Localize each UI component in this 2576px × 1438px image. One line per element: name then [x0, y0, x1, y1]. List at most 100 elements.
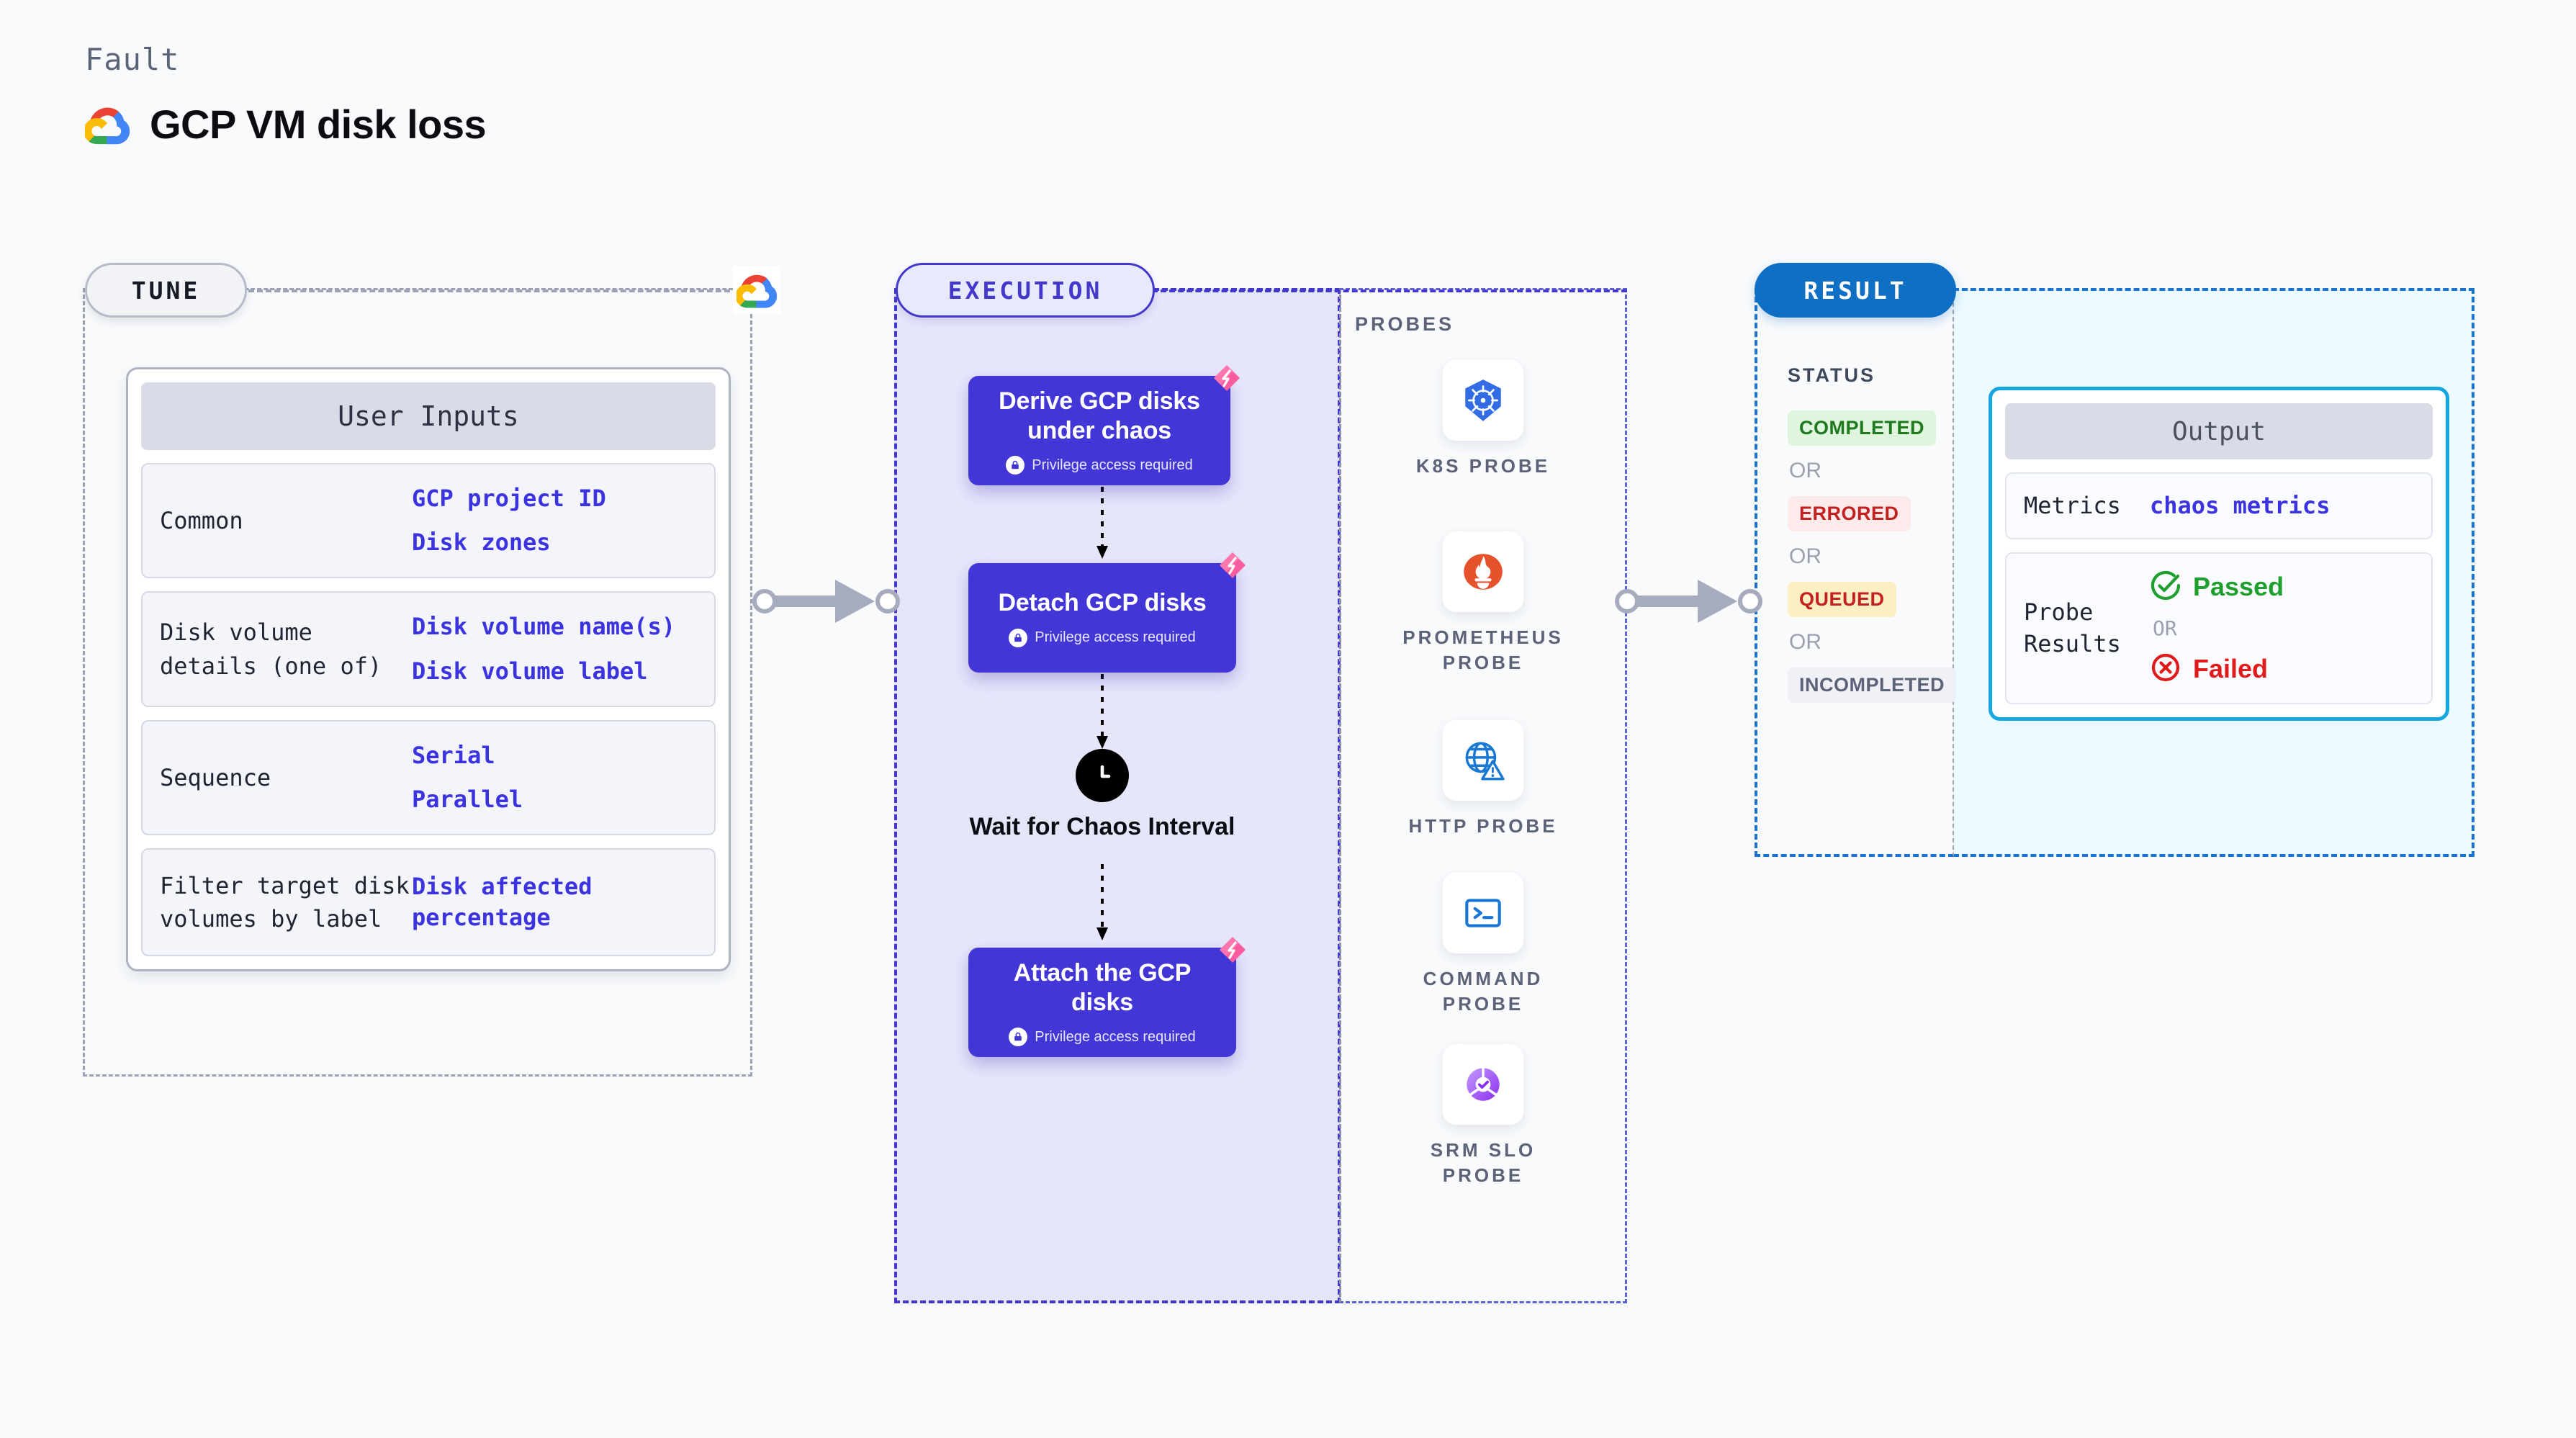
input-value[interactable]: GCP project ID	[412, 485, 606, 512]
stage-badge-result[interactable]: RESULT	[1755, 263, 1956, 318]
probe-item-prometheus[interactable]: PROMETHEUS PROBE	[1386, 531, 1580, 675]
node-privilege-note: Privilege access required	[1009, 628, 1196, 647]
status-or-separator: OR	[1789, 544, 1821, 568]
probes-container	[1339, 288, 1627, 1303]
probe-item-k8s[interactable]: K8S PROBE	[1386, 360, 1580, 479]
wait-node-label: Wait for Chaos Interval	[969, 813, 1235, 840]
input-key: Common	[160, 506, 243, 534]
chaos-fault-icon	[1217, 935, 1248, 969]
node-title: Detach GCP disks	[998, 589, 1207, 617]
probe-result-values: Passed OR Failed	[2150, 570, 2284, 687]
user-input-row-common: Common GCP project ID Disk zones	[141, 463, 716, 579]
input-value[interactable]: Disk zones	[412, 529, 551, 557]
terminal-icon	[1443, 873, 1523, 953]
probe-item-command[interactable]: COMMAND PROBE	[1386, 873, 1580, 1017]
user-inputs-card: User Inputs Common GCP project ID Disk z…	[126, 367, 731, 972]
probe-result-passed: Passed	[2150, 570, 2284, 605]
node-privilege-text: Privilege access required	[1032, 457, 1193, 473]
probe-item-http[interactable]: HTTP PROBE	[1386, 720, 1580, 839]
probe-result-or-separator: OR	[2153, 616, 2177, 640]
input-value[interactable]: Disk volume name(s)	[412, 613, 676, 641]
probe-label: K8S PROBE	[1415, 455, 1551, 477]
user-input-row-disk-volume-details: Disk volume details (one of) Disk volume…	[141, 591, 716, 707]
probe-label: HTTP PROBE	[1408, 815, 1558, 837]
probe-passed-label: Passed	[2193, 572, 2284, 602]
output-card: Output Metrics chaos metrics Probe Resul…	[1989, 387, 2449, 721]
tune-connector-line	[248, 289, 756, 292]
probes-section-label: PROBES	[1355, 313, 1455, 335]
page-title-row: GCP VM disk loss	[85, 101, 487, 148]
status-badge-completed: COMPLETED	[1788, 410, 1937, 446]
status-chip-list: COMPLETED OR ERRORED OR QUEUED OR INCOMP…	[1788, 410, 1957, 703]
execution-node-detach-gcp-disks[interactable]: Detach GCP disks Privilege access requir…	[968, 552, 1246, 673]
input-values: Disk volume name(s) Disk volume label	[412, 611, 675, 686]
output-row-probe-results: Probe Results Passed OR	[2005, 552, 2433, 704]
page-kicker: Fault	[85, 42, 180, 77]
user-input-row-sequence: Sequence Serial Parallel	[141, 719, 716, 836]
gcp-logo-icon	[85, 104, 130, 145]
probe-label: COMMAND PROBE	[1423, 968, 1544, 1015]
output-value-chaos-metrics[interactable]: chaos metrics	[2150, 492, 2330, 520]
node-privilege-note: Privilege access required	[1006, 456, 1193, 475]
probe-result-failed: Failed	[2150, 652, 2284, 687]
node-title: Attach the GCP disks	[1013, 958, 1192, 1016]
input-value[interactable]: Disk volume label	[412, 657, 648, 685]
clock-icon	[1076, 749, 1129, 802]
node-privilege-text: Privilege access required	[1035, 629, 1196, 646]
flow-arrow-3	[1096, 864, 1108, 940]
stage-badge-execution[interactable]: EXECUTION	[896, 263, 1155, 318]
node-title: Derive GCP disks under chaos	[999, 387, 1200, 444]
chaos-fault-icon	[1217, 550, 1248, 584]
status-or-separator: OR	[1789, 630, 1821, 654]
result-status-container	[1755, 288, 1954, 857]
globe-warning-icon	[1443, 720, 1523, 801]
chaos-fault-icon	[1212, 363, 1242, 397]
status-badge-errored: ERRORED	[1788, 496, 1911, 531]
output-row-metrics: Metrics chaos metrics	[2005, 472, 2433, 539]
status-badge-incompleted: INCOMPLETED	[1788, 668, 1957, 703]
probe-item-srm-slo[interactable]: SRM SLO PROBE	[1386, 1044, 1580, 1188]
node-privilege-text: Privilege access required	[1035, 1028, 1196, 1045]
probe-failed-label: Failed	[2193, 654, 2269, 684]
input-value[interactable]: Serial	[412, 741, 495, 769]
execution-node-derive-gcp-disks[interactable]: Derive GCP disks under chaos Privilege a…	[968, 365, 1240, 485]
input-key: Filter target disk volumes by label	[160, 871, 410, 933]
user-input-row-filter-target: Filter target disk volumes by label Disk…	[141, 848, 716, 957]
prometheus-icon	[1443, 531, 1523, 612]
probe-label: SRM SLO PROBE	[1430, 1139, 1536, 1187]
srm-slo-icon	[1443, 1044, 1523, 1125]
flow-arrow-2	[1096, 674, 1108, 749]
input-values: Serial Parallel	[412, 740, 523, 815]
input-values: GCP project ID Disk zones	[412, 483, 606, 558]
page-title: GCP VM disk loss	[150, 102, 487, 147]
lock-icon	[1009, 1028, 1028, 1047]
output-key: Metrics	[2024, 492, 2121, 519]
node-privilege-note: Privilege access required	[1009, 1028, 1196, 1047]
execution-connector-line	[1152, 289, 1627, 292]
kubernetes-icon	[1443, 360, 1523, 441]
input-value[interactable]: Parallel	[412, 785, 523, 813]
user-inputs-title: User Inputs	[141, 382, 716, 450]
status-section-label: STATUS	[1788, 364, 1875, 386]
status-or-separator: OR	[1789, 459, 1821, 482]
connector-tune-to-execution	[752, 580, 900, 623]
flow-arrow-1	[1096, 487, 1108, 559]
execution-node-wait-for-chaos-interval[interactable]: Wait for Chaos Interval	[968, 749, 1236, 842]
tune-provider-gcp-icon	[733, 266, 780, 314]
stage-badge-tune[interactable]: TUNE	[85, 263, 247, 318]
status-badge-queued: QUEUED	[1788, 582, 1896, 617]
check-circle-icon	[2150, 570, 2181, 605]
probe-label: PROMETHEUS PROBE	[1402, 626, 1564, 674]
input-values: Disk affected percentage	[412, 871, 697, 933]
execution-node-attach-the-gcp-disks[interactable]: Attach the GCP disks Privilege access re…	[968, 937, 1246, 1057]
x-circle-icon	[2150, 652, 2181, 687]
output-key: Probe Results	[2024, 598, 2121, 658]
input-key: Disk volume details (one of)	[160, 619, 382, 680]
output-title: Output	[2005, 403, 2433, 459]
input-value[interactable]: Disk affected percentage	[412, 872, 593, 932]
tune-stage-container	[83, 288, 752, 1077]
connector-execution-to-result	[1615, 580, 1762, 623]
input-key: Sequence	[160, 763, 271, 791]
lock-icon	[1009, 628, 1028, 647]
